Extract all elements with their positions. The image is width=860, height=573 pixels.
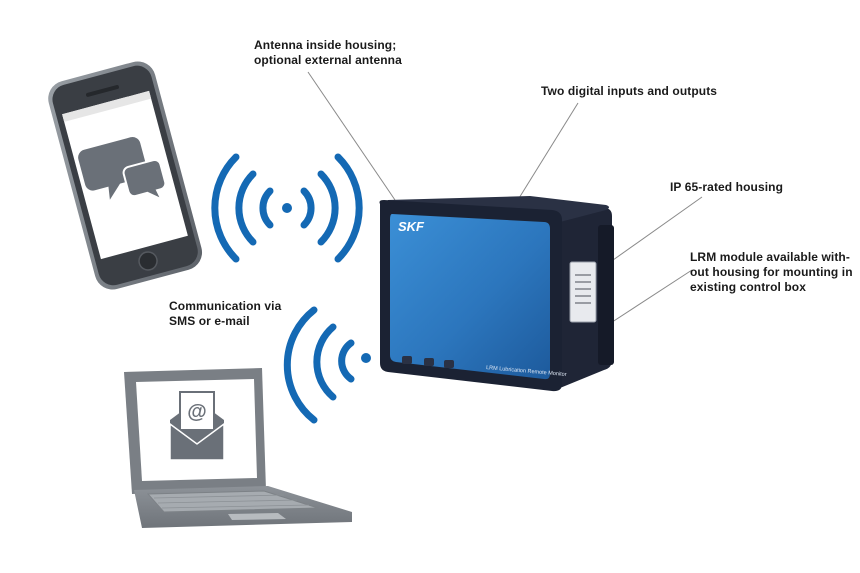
phone-speaker xyxy=(85,85,119,97)
cable-gland-3 xyxy=(402,356,412,364)
envelope-letter xyxy=(179,391,215,431)
key-row-3 xyxy=(161,504,310,509)
skf-logo: SKF xyxy=(398,219,425,234)
phone-home-button xyxy=(138,251,158,271)
key-row-1 xyxy=(153,494,285,499)
antenna-leader-line xyxy=(307,71,396,201)
signal-arc-lower-3 xyxy=(283,306,318,424)
callout-lrm-module: LRM module available with- out housing f… xyxy=(690,250,853,294)
laptop-icon: @ xyxy=(124,368,352,528)
cable-gland-2 xyxy=(444,360,454,368)
key-row-2 xyxy=(157,499,298,504)
signal-arc-lower-2 xyxy=(313,323,337,401)
email-at-symbol: @ xyxy=(187,401,207,423)
callout-communication: Communication via SMS or e-mail xyxy=(169,299,282,328)
callout-lines xyxy=(307,71,703,329)
lrm-module-leader-line xyxy=(602,269,693,329)
cable-gland-1 xyxy=(424,358,434,366)
wireless-signal-lower-icon xyxy=(283,306,371,424)
callout-digital-io: Two digital inputs and outputs xyxy=(541,84,718,98)
phone-status-bar xyxy=(62,90,152,122)
signal-arc-upper-right-3 xyxy=(334,153,363,263)
keyboard-keys xyxy=(153,494,310,509)
chat-bubble-large xyxy=(78,137,148,200)
callout-antenna: Antenna inside housing; optional externa… xyxy=(254,38,402,67)
signal-arc-upper-left-1 xyxy=(259,187,274,229)
device-blue-face xyxy=(390,214,550,380)
laptop-touchpad xyxy=(228,513,286,520)
label-barcode xyxy=(575,274,591,304)
signal-dot-lower xyxy=(361,353,371,363)
signal-arc-upper-right-1 xyxy=(300,187,315,229)
digital-io-leader-line xyxy=(515,102,579,204)
lrm-device: SKF LRM Lubrication Remote Monitor xyxy=(379,196,614,392)
signal-arc-upper-right-2 xyxy=(317,170,339,246)
email-envelope-icon: @ xyxy=(169,391,225,461)
cable-glands xyxy=(402,356,454,368)
signal-dot-upper xyxy=(282,203,292,213)
signal-arc-lower-1 xyxy=(338,339,355,383)
signal-arc-upper-left-3 xyxy=(211,153,240,263)
callout-ip65: IP 65-rated housing xyxy=(670,180,784,194)
wireless-signal-icon xyxy=(211,153,363,263)
signal-arc-upper-left-2 xyxy=(235,170,257,246)
chat-bubble-small xyxy=(122,159,167,202)
side-connector-label xyxy=(569,261,597,323)
side-mount-bracket xyxy=(598,225,614,365)
smartphone-icon xyxy=(48,61,203,290)
ip65-leader-line xyxy=(605,196,703,266)
chat-bubbles-icon xyxy=(78,137,167,202)
envelope-front xyxy=(169,422,225,461)
